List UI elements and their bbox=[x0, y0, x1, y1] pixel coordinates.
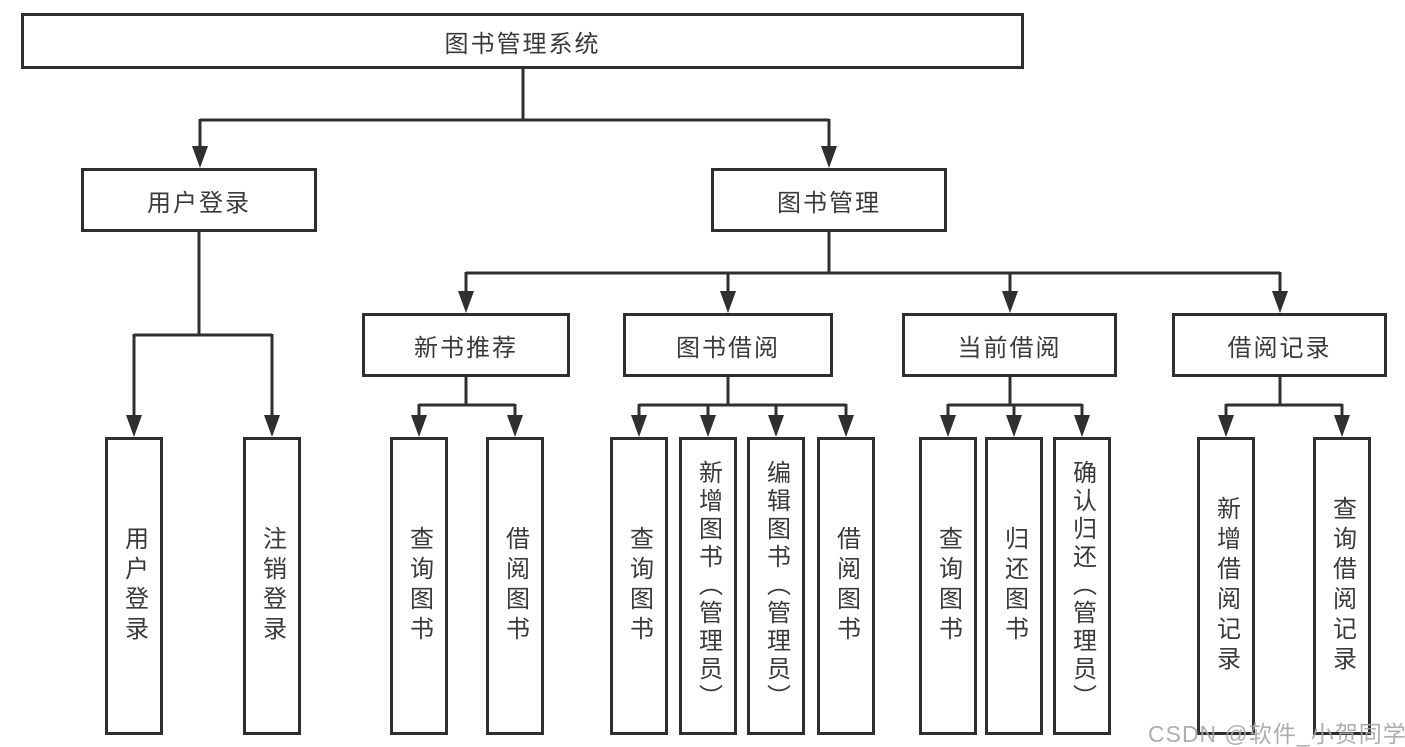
csdn-watermark: CSDN @软件_小贺同学 bbox=[1148, 721, 1405, 747]
leaf-return-book-label: 归还图书 bbox=[1000, 526, 1028, 646]
root-label: 图书管理系统 bbox=[444, 30, 601, 58]
user-login-group-label: 用户登录 bbox=[147, 189, 251, 217]
leaf-borrow-book-recommend: 借阅图书 bbox=[486, 437, 544, 735]
leaf-query-borrow-record-label: 查询借阅记录 bbox=[1328, 496, 1356, 676]
leaf-query-book-borrow-label: 查询图书 bbox=[625, 526, 653, 646]
leaf-user-login: 用户登录 bbox=[105, 437, 163, 735]
box-book-borrow: 图书借阅 bbox=[623, 313, 833, 377]
leaf-query-book-borrow: 查询图书 bbox=[610, 437, 668, 735]
box-book-management: 图书管理 bbox=[711, 168, 947, 232]
borrow-record-label: 借阅记录 bbox=[1227, 334, 1332, 362]
root-box-library-management-system: 图书管理系统 bbox=[21, 13, 1024, 69]
box-borrow-record: 借阅记录 bbox=[1172, 313, 1387, 377]
leaf-query-book-current-label: 查询图书 bbox=[934, 526, 962, 646]
leaf-add-borrow-record-label: 新增借阅记录 bbox=[1212, 496, 1240, 676]
leaf-borrow-book: 借阅图书 bbox=[817, 437, 875, 735]
box-current-borrow: 当前借阅 bbox=[902, 313, 1117, 377]
book-borrow-label: 图书借阅 bbox=[676, 334, 780, 362]
leaf-add-book-admin: 新增图书（管理员） bbox=[679, 437, 737, 735]
book-management-label: 图书管理 bbox=[777, 189, 881, 217]
leaf-borrow-book-recommend-label: 借阅图书 bbox=[501, 526, 529, 646]
box-new-book-recommend: 新书推荐 bbox=[362, 313, 570, 377]
leaf-return-book: 归还图书 bbox=[985, 437, 1043, 735]
leaf-query-borrow-record: 查询借阅记录 bbox=[1313, 437, 1371, 735]
box-user-login-group: 用户登录 bbox=[81, 168, 317, 232]
leaf-add-borrow-record: 新增借阅记录 bbox=[1197, 437, 1255, 735]
leaf-user-login-label: 用户登录 bbox=[120, 526, 148, 646]
leaf-add-book-admin-label: 新增图书（管理员） bbox=[694, 460, 722, 712]
leaf-edit-book-admin: 编辑图书（管理员） bbox=[747, 437, 805, 735]
leaf-confirm-return-admin-label: 确认归还（管理员） bbox=[1068, 460, 1096, 712]
leaf-query-book-current: 查询图书 bbox=[919, 437, 977, 735]
leaf-borrow-book-label: 借阅图书 bbox=[832, 526, 860, 646]
leaf-confirm-return-admin: 确认归还（管理员） bbox=[1053, 437, 1111, 735]
leaf-edit-book-admin-label: 编辑图书（管理员） bbox=[762, 460, 790, 712]
leaf-logout-label: 注销登录 bbox=[258, 526, 286, 646]
new-book-recommend-label: 新书推荐 bbox=[414, 334, 518, 362]
leaf-query-book-recommend: 查询图书 bbox=[390, 437, 448, 735]
leaf-logout: 注销登录 bbox=[243, 437, 301, 735]
current-borrow-label: 当前借阅 bbox=[957, 334, 1062, 362]
leaf-query-book-recommend-label: 查询图书 bbox=[405, 526, 433, 646]
